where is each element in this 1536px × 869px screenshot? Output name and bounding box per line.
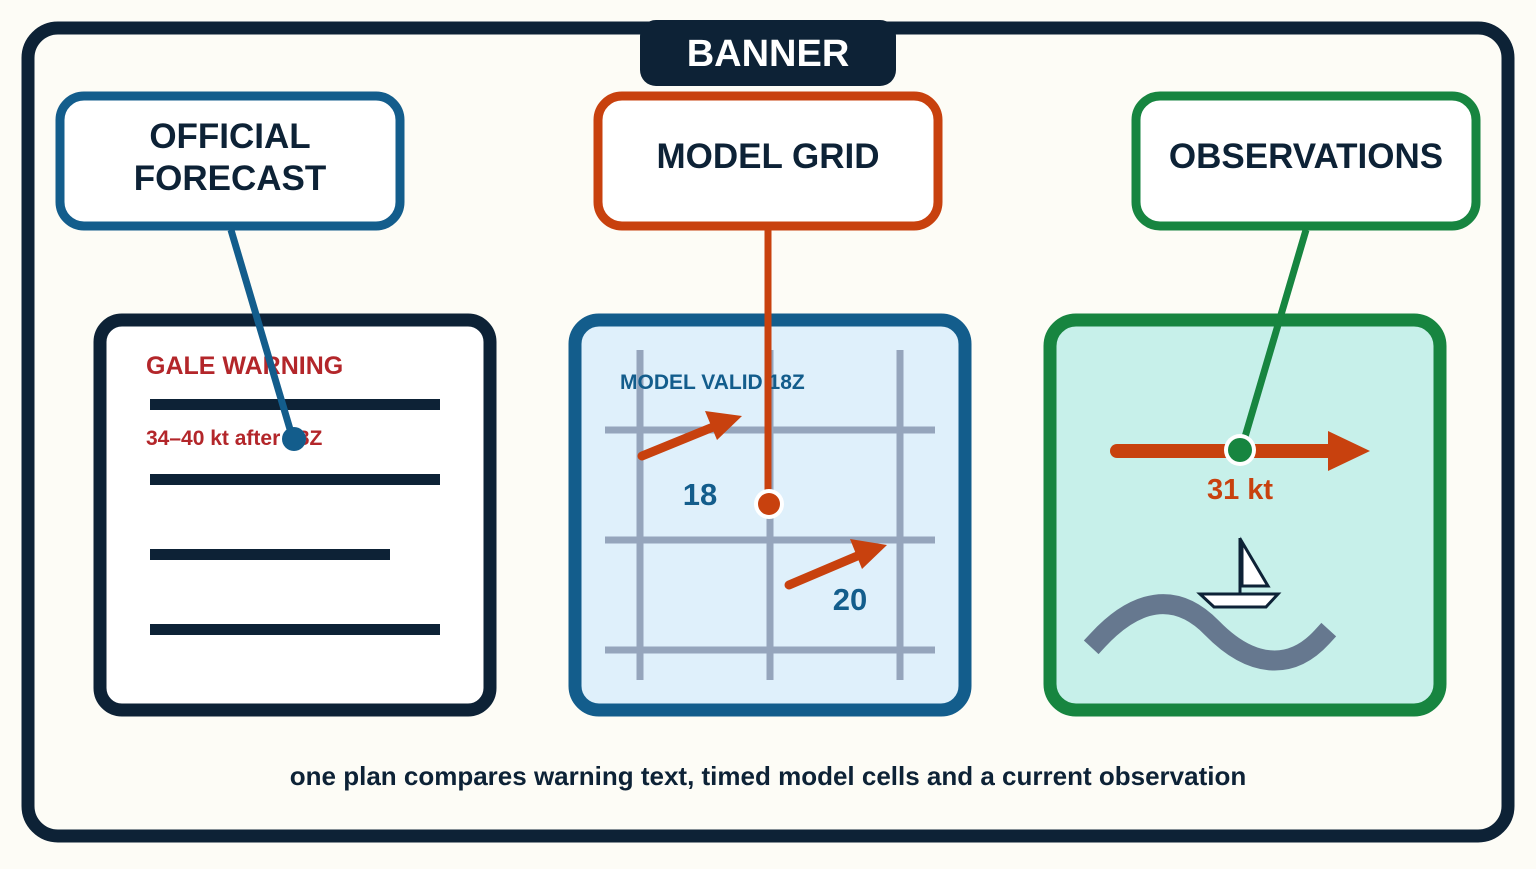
callout-observations-label: OBSERVATIONS: [1169, 137, 1443, 176]
leader-forecast: [227, 229, 306, 451]
forecast-callout: OFFICIAL FORECAST: [55, 91, 405, 231]
leader-model: [754, 230, 784, 519]
banner-label: BANNER: [687, 33, 850, 75]
callout-forecast-line1: OFFICIAL: [149, 117, 310, 156]
warning-detail: 34–40 kt after 18Z: [146, 427, 322, 450]
caption: one plan compares warning text, timed mo…: [290, 761, 1246, 791]
observations-panel: 31 kt: [1043, 313, 1447, 717]
model-cell-value: 18: [683, 477, 717, 512]
model-cell-value: 20: [833, 582, 867, 617]
forecast-panel: GALE WARNING 34–40 kt after 18Z: [93, 313, 497, 717]
wave-icon: [1083, 594, 1337, 671]
document-line: [150, 474, 440, 485]
document-line: [150, 399, 440, 410]
model-valid-label: MODEL VALID 18Z: [620, 371, 805, 394]
wind-arrow-icon: [637, 411, 742, 461]
banner: BANNER: [640, 20, 896, 86]
leader-observations: [1224, 229, 1310, 466]
wind-arrow-icon: [784, 539, 887, 590]
document-line: [150, 624, 440, 635]
document-line: [150, 549, 390, 560]
observations-callout: OBSERVATIONS: [1131, 91, 1481, 231]
model-callout: MODEL GRID: [593, 91, 943, 231]
gale-warning-title: GALE WARNING: [146, 352, 343, 380]
forecast-document-icon: [93, 313, 497, 717]
callout-forecast-line2: FORECAST: [134, 159, 327, 198]
sailboat-icon: [1196, 536, 1282, 609]
callout-model-label: MODEL GRID: [657, 137, 880, 176]
wind-reading: 31 kt: [1207, 474, 1273, 506]
